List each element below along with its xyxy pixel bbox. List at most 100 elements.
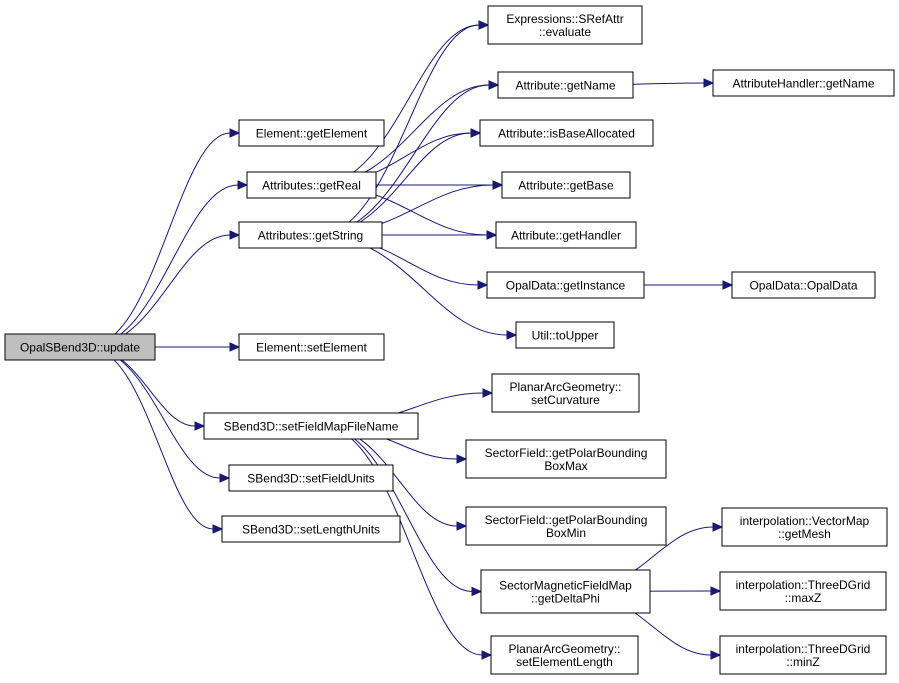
node-label: PlanarArcGeometry:: <box>509 380 621 394</box>
node-attr-get-name[interactable]: Attribute::getName <box>497 71 634 99</box>
arrow-head-icon <box>194 421 206 431</box>
node-to-upper[interactable]: Util::toUpper <box>515 321 615 349</box>
arrow-head-icon <box>710 586 722 596</box>
node-box <box>721 507 888 547</box>
node-set-curvature[interactable]: PlanarArcGeometry::setCurvature <box>491 373 640 413</box>
node-label: setElementLength <box>516 655 613 669</box>
node-root[interactable]: OpalSBend3D::update <box>4 333 156 361</box>
node-set-field-map-file-name[interactable]: SBend3D::setFieldMapFileName <box>203 412 419 440</box>
node-label: BoxMin <box>546 526 586 540</box>
node-label: SectorField::getPolarBounding <box>485 513 648 527</box>
node-get-real[interactable]: Attributes::getReal <box>246 171 377 199</box>
node-box <box>731 271 876 299</box>
node-label: BoxMax <box>544 459 587 473</box>
node-label: OpalData::OpalData <box>749 279 857 293</box>
node-label: Attribute::isBaseAllocated <box>498 127 635 141</box>
node-opal-data[interactable]: OpalData::OpalData <box>731 271 876 299</box>
node-label: OpalData::getInstance <box>506 279 626 293</box>
arrow-head-icon <box>486 230 498 240</box>
node-min-z[interactable]: interpolation::ThreeDGrid::minZ <box>719 635 887 675</box>
arrow-head-icon <box>471 586 483 597</box>
node-set-length-units[interactable]: SBend3D::setLengthUnits <box>221 515 401 543</box>
node-box <box>203 412 419 440</box>
node-box <box>479 119 654 147</box>
arrow-head-icon <box>219 473 231 483</box>
arrow-head-icon <box>710 650 722 660</box>
node-label: Attributes::getString <box>258 229 363 243</box>
arrow-head-icon <box>229 230 241 240</box>
node-label: ::evaluate <box>539 25 591 39</box>
node-box <box>497 71 634 99</box>
node-label: Expressions::SRefAttr <box>506 12 623 26</box>
node-box <box>480 569 651 614</box>
node-set-element[interactable]: Element::setElement <box>238 333 385 361</box>
node-box <box>501 171 631 199</box>
arrow-head-icon <box>477 280 489 290</box>
node-handler-get-name[interactable]: AttributeHandler::getName <box>712 69 895 97</box>
node-label: setCurvature <box>531 393 600 407</box>
node-box <box>712 69 895 97</box>
arrow-head-icon <box>492 180 504 190</box>
node-max-z[interactable]: interpolation::ThreeDGrid::maxZ <box>719 571 887 611</box>
node-box <box>238 221 383 249</box>
arrow-head-icon <box>478 20 490 30</box>
call-edge <box>87 346 214 530</box>
node-label: interpolation::ThreeDGrid <box>736 642 871 656</box>
node-label: Element::setElement <box>256 341 367 355</box>
arrow-head-icon <box>722 280 734 290</box>
node-box <box>487 5 643 45</box>
node-box <box>465 506 667 546</box>
arrow-head-icon <box>456 454 468 464</box>
node-box <box>486 271 645 299</box>
node-box <box>221 515 401 543</box>
node-box <box>490 635 639 675</box>
node-set-field-units[interactable]: SBend3D::setFieldUnits <box>228 464 394 492</box>
call-edge <box>87 346 221 479</box>
node-set-element-length[interactable]: PlanarArcGeometry::setElementLength <box>490 635 639 675</box>
node-label: ::getDeltaPhi <box>531 592 600 606</box>
node-delta-phi[interactable]: SectorMagneticFieldMap::getDeltaPhi <box>480 569 651 614</box>
node-label: Attribute::getBase <box>518 179 614 193</box>
call-edge <box>317 24 480 186</box>
node-label: Element::getElement <box>256 127 368 141</box>
node-box <box>495 221 637 249</box>
node-label: Attribute::getHandler <box>511 229 621 243</box>
node-label: SBend3D::setFieldUnits <box>247 472 374 486</box>
arrow-head-icon <box>488 80 500 90</box>
node-label: SectorField::getPolarBounding <box>485 446 648 460</box>
node-get-instance[interactable]: OpalData::getInstance <box>486 271 645 299</box>
call-edge <box>321 425 473 592</box>
arrow-head-icon <box>229 342 241 352</box>
node-get-element[interactable]: Element::getElement <box>238 119 385 147</box>
node-label: SBend3D::setFieldMapFileName <box>224 420 399 434</box>
call-edge <box>87 132 231 348</box>
arrow-head-icon <box>703 78 715 88</box>
node-box <box>4 333 156 361</box>
node-box <box>246 171 377 199</box>
node-get-handler[interactable]: Attribute::getHandler <box>495 221 637 249</box>
node-label: interpolation::VectorMap <box>740 514 870 528</box>
node-label: PlanarArcGeometry:: <box>508 642 620 656</box>
node-label: OpalSBend3D::update <box>20 341 140 355</box>
node-label: interpolation::ThreeDGrid <box>736 578 871 592</box>
arrow-head-icon <box>456 521 468 531</box>
arrow-head-icon <box>212 524 224 534</box>
node-label: Attributes::getReal <box>262 179 361 193</box>
arrow-head-icon <box>481 650 493 660</box>
arrow-head-icon <box>470 128 482 138</box>
call-nodes: OpalSBend3D::updateElement::getElementAt… <box>4 5 895 675</box>
node-box <box>238 333 385 361</box>
node-get-string[interactable]: Attributes::getString <box>238 221 383 249</box>
node-box <box>228 464 394 492</box>
node-get-base[interactable]: Attribute::getBase <box>501 171 631 199</box>
node-label: Attribute::getName <box>515 79 615 93</box>
node-is-base-allocated[interactable]: Attribute::isBaseAllocated <box>479 119 654 147</box>
node-evaluate[interactable]: Expressions::SRefAttr::evaluate <box>487 5 643 45</box>
node-label: SBend3D::setLengthUnits <box>242 523 380 537</box>
node-get-mesh[interactable]: interpolation::VectorMap::getMesh <box>721 507 888 547</box>
node-label: ::getMesh <box>778 527 831 541</box>
arrow-head-icon <box>237 180 249 190</box>
arrow-head-icon <box>229 128 241 138</box>
